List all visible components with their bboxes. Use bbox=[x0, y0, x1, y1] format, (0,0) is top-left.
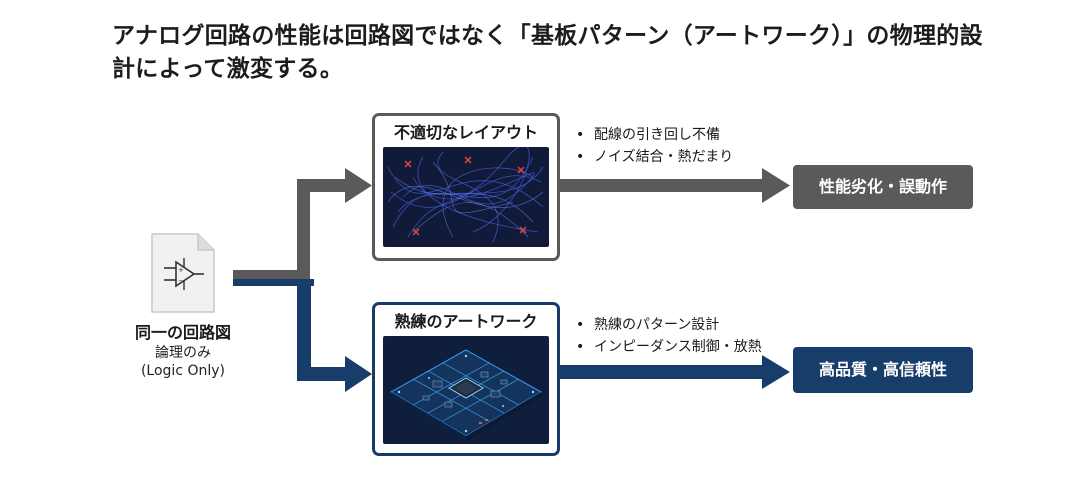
bad-layout-title: 不適切なレイアウト bbox=[393, 123, 538, 142]
navy-result-arrow bbox=[560, 355, 790, 389]
source-title: 同一の回路図 bbox=[134, 323, 231, 342]
bad-result-box: 性能劣化・誤動作 bbox=[793, 165, 973, 209]
svg-text:+: + bbox=[178, 266, 184, 274]
good-artwork-card: 熟練のアートワーク bbox=[372, 302, 560, 456]
page-title: アナログ回路の性能は回路図ではなく「基板パターン（アートワーク）」の物理的設計に… bbox=[112, 23, 983, 82]
bad-layout-card: 不適切なレイアウト bbox=[372, 113, 560, 261]
navy-arrow bbox=[233, 279, 372, 392]
svg-text:−: − bbox=[178, 277, 184, 285]
schematic-document-icon: + − bbox=[151, 233, 215, 313]
gray-result-arrow bbox=[560, 168, 790, 203]
good-result-box: 高品質・高信頼性 bbox=[793, 347, 973, 393]
source-subtitle-en: (Logic Only) bbox=[140, 363, 226, 379]
list-item: 配線の引き回し不備 bbox=[572, 124, 733, 146]
good-factors-list: 熟練のパターン設計 インピーダンス制御・放熱 bbox=[572, 314, 762, 358]
source-label: 同一の回路図 論理のみ (Logic Only) bbox=[110, 322, 256, 380]
bad-factors-list: 配線の引き回し不備 ノイズ結合・熱だまり bbox=[572, 124, 733, 168]
circuit-board-image bbox=[383, 336, 549, 444]
list-item: ノイズ結合・熱だまり bbox=[572, 146, 733, 168]
list-item: インピーダンス制御・放熱 bbox=[572, 336, 762, 358]
gray-arrow bbox=[233, 168, 372, 283]
tangled-wiring-image bbox=[383, 147, 549, 247]
source-subtitle: 論理のみ bbox=[155, 345, 211, 361]
good-artwork-title: 熟練のアートワーク bbox=[394, 312, 538, 331]
list-item: 熟練のパターン設計 bbox=[572, 314, 762, 336]
